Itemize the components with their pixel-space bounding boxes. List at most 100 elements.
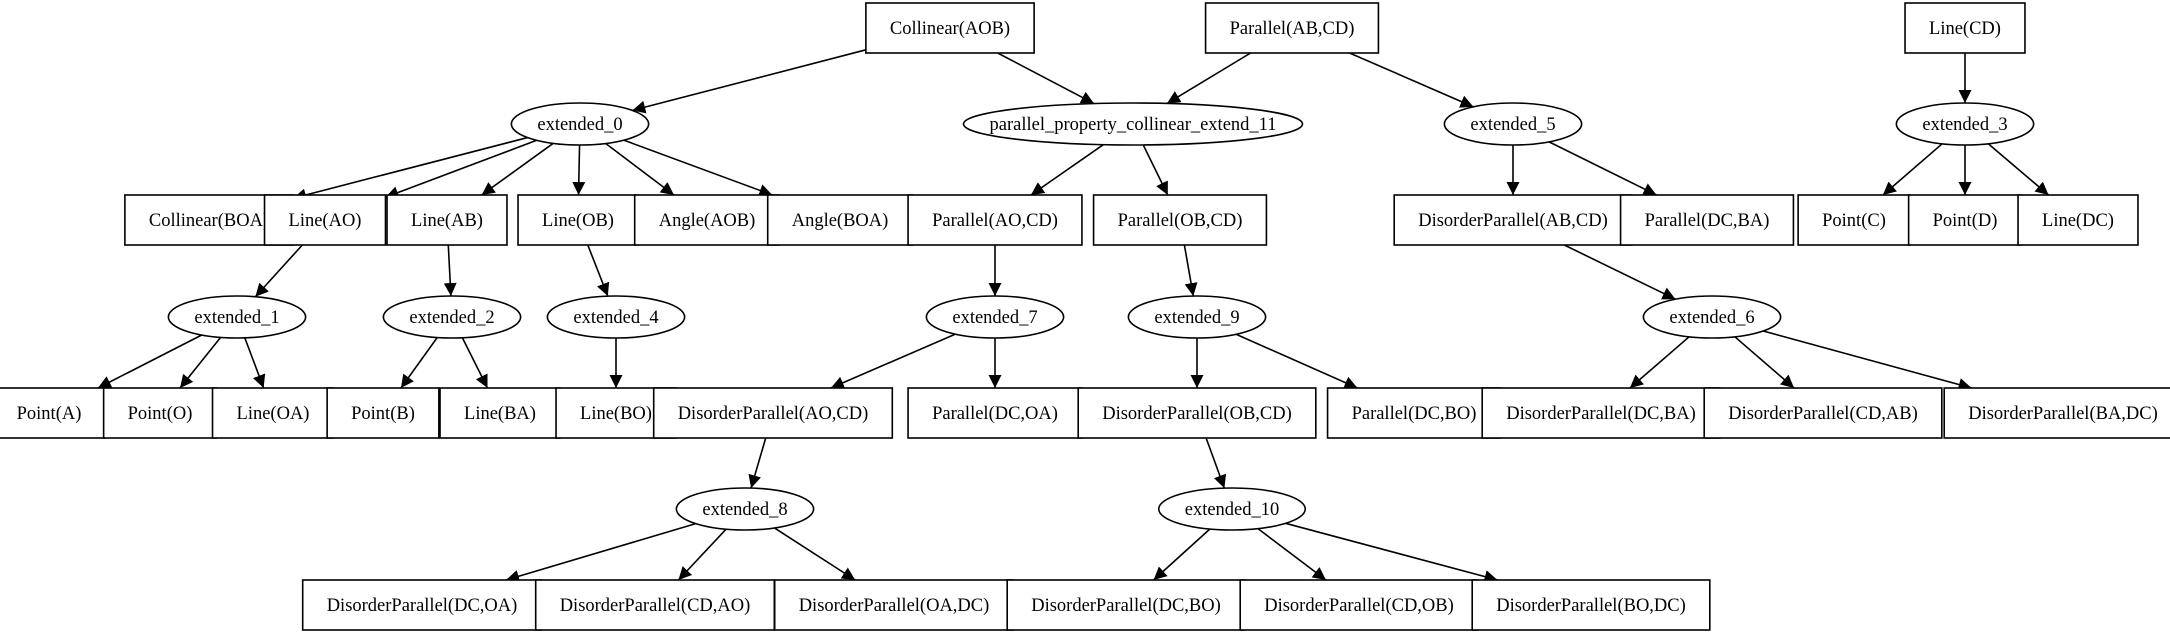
fact-node: Line(BA) <box>439 387 561 439</box>
fact-node-shape <box>865 2 1035 54</box>
edge-arrow <box>572 144 586 196</box>
step-node-shape <box>1443 102 1583 146</box>
fact-node-shape <box>1393 194 1633 246</box>
fact-node-shape <box>1077 387 1317 439</box>
node-label: Parallel(DC,BA) <box>1645 211 1770 231</box>
fact-node: Angle(BOA) <box>766 194 914 246</box>
edge-arrow <box>1349 52 1474 108</box>
node-label: Point(A) <box>17 404 82 424</box>
fact-node-shape <box>1204 2 1380 54</box>
edge-arrow <box>1142 144 1169 196</box>
edge-arrow <box>254 244 303 298</box>
step-node: extended_7 <box>925 295 1065 339</box>
step-node: extended_0 <box>510 102 650 146</box>
edge-arrow <box>997 52 1095 105</box>
step-node: extended_3 <box>1895 102 2035 146</box>
fact-node: Line(OB) <box>517 194 639 246</box>
edge-arrow <box>443 244 457 297</box>
edge-arrow <box>1205 437 1227 489</box>
edge-arrow <box>1285 522 1498 583</box>
fact-node: DisorderParallel(AB,CD) <box>1393 194 1633 246</box>
edge-arrow <box>1734 336 1795 389</box>
node-label: extended_1 <box>194 308 279 328</box>
step-node-shape <box>546 295 686 339</box>
fact-node-shape <box>386 194 508 246</box>
fact-node: Line(AO) <box>263 194 387 246</box>
fact-node-shape <box>1471 579 1711 631</box>
node-label: Angle(AOB) <box>659 211 756 231</box>
fact-node: Angle(AOB) <box>633 194 781 246</box>
step-node-shape <box>1157 487 1307 531</box>
fact-node: Parallel(AB,CD) <box>1204 2 1380 54</box>
fact-node: Parallel(OB,CD) <box>1092 194 1268 246</box>
step-node: parallel_property_collinear_extend_11 <box>962 102 1304 146</box>
fact-node: DisorderParallel(DC,BA) <box>1481 387 1721 439</box>
edge-arrow <box>1166 52 1252 105</box>
edge-arrow <box>632 49 867 114</box>
edge-arrow <box>1183 244 1198 297</box>
node-label: Point(O) <box>128 404 193 424</box>
node-label: Line(AB) <box>411 211 483 231</box>
fact-node-shape <box>301 579 543 631</box>
fact-node-shape <box>263 194 387 246</box>
edge-arrow <box>587 244 610 297</box>
node-label: DisorderParallel(CD,OB) <box>1264 596 1454 616</box>
fact-node-shape <box>1481 387 1721 439</box>
node-label: Point(C) <box>1822 211 1886 231</box>
fact-node-shape <box>0 387 107 439</box>
edge-arrow <box>481 142 554 196</box>
fact-node: DisorderParallel(CD,AB) <box>1703 387 1943 439</box>
node-label: extended_4 <box>573 308 658 328</box>
step-node: extended_1 <box>167 295 307 339</box>
fact-node-shape <box>1797 194 1911 246</box>
edge-arrow <box>774 527 856 581</box>
node-label: extended_0 <box>537 115 622 135</box>
step-node-shape <box>925 295 1065 339</box>
node-label: Point(D) <box>1933 211 1998 231</box>
edge-arrow <box>505 522 696 583</box>
fact-node-shape <box>1619 194 1795 246</box>
fact-node: DisorderParallel(DC,BO) <box>1006 579 1246 631</box>
node-label: Parallel(AB,CD) <box>1230 19 1355 39</box>
edge-arrow <box>1548 141 1657 196</box>
fact-node: Line(DC) <box>2017 194 2139 246</box>
fact-node-shape <box>1703 387 1943 439</box>
fact-node-shape <box>211 387 335 439</box>
fact-node: DisorderParallel(CD,OB) <box>1239 579 1479 631</box>
node-label: DisorderParallel(BO,DC) <box>1496 596 1686 616</box>
edge-arrow <box>179 336 222 389</box>
node-label: DisorderParallel(OA,DC) <box>799 596 990 616</box>
fact-node: DisorderParallel(BO,DC) <box>1471 579 1711 631</box>
edge-arrow <box>1563 244 1676 300</box>
fact-node-shape <box>907 387 1083 439</box>
fact-node-shape <box>2017 194 2139 246</box>
node-label: DisorderParallel(CD,AO) <box>560 596 751 616</box>
step-node-shape <box>510 102 650 146</box>
node-label: Line(AO) <box>289 211 362 231</box>
node-label: Parallel(OB,CD) <box>1118 211 1243 231</box>
edge-arrow <box>748 437 767 489</box>
fact-node-shape <box>326 387 440 439</box>
fact-node: Point(D) <box>1907 194 2023 246</box>
fact-node-shape <box>439 387 561 439</box>
fact-node-shape <box>907 194 1083 246</box>
edge-arrow <box>461 337 489 389</box>
fact-node-shape <box>534 579 776 631</box>
step-node-shape <box>962 102 1304 146</box>
node-label: Parallel(AO,CD) <box>932 211 1058 231</box>
edge-arrow <box>400 337 438 389</box>
fact-node: Point(O) <box>102 387 218 439</box>
step-node: extended_5 <box>1443 102 1583 146</box>
step-node-shape <box>167 295 307 339</box>
edge-arrow <box>1257 527 1327 581</box>
step-node-shape <box>675 487 815 531</box>
step-node: extended_4 <box>546 295 686 339</box>
step-node-shape <box>1895 102 2035 146</box>
edge-arrow <box>830 333 956 389</box>
fact-node-shape <box>102 387 218 439</box>
edge-arrow <box>1762 330 1972 391</box>
fact-node: Parallel(DC,BA) <box>1619 194 1795 246</box>
step-node: extended_2 <box>382 295 522 339</box>
